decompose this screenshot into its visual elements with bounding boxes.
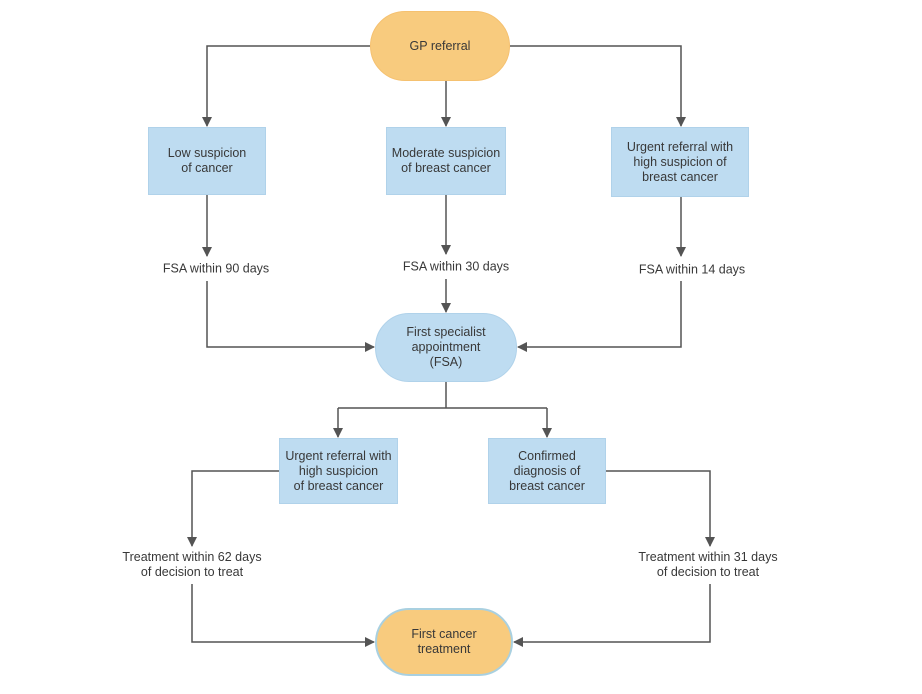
connector-gp-to-low <box>202 45 370 127</box>
edge-label-treatment-31: Treatment within 31 days of decision to … <box>636 550 780 580</box>
edge-label-treatment-62: Treatment within 62 days of decision to … <box>120 550 264 580</box>
edge-label-fsa-14: FSA within 14 days <box>636 262 748 278</box>
connector-fsa90-label-to-fsa <box>206 281 375 352</box>
connector-confirmed-to-treat31-label <box>606 470 715 547</box>
node-low-suspicion: Low suspicion of cancer <box>148 127 266 195</box>
node-urgent-referral-high: Urgent referral with high suspicion of b… <box>611 127 749 197</box>
node-gp-referral: GP referral <box>370 11 510 81</box>
node-first-specialist-appointment: First specialist appointment (FSA) <box>375 313 517 382</box>
connector-urgent-mid-to-treat62-label <box>187 470 279 547</box>
node-urgent-referral-high-fsa: Urgent referral with high suspicion of b… <box>279 438 398 504</box>
edge-label-fsa-30: FSA within 30 days <box>400 259 512 275</box>
connector-treat62-label-to-treatment <box>191 584 375 647</box>
node-confirmed-diagnosis: Confirmed diagnosis of breast cancer <box>488 438 606 504</box>
connector-treat31-label-to-treatment <box>513 584 711 647</box>
connector-gp-to-urgent <box>510 45 686 127</box>
edge-label-fsa-90: FSA within 90 days <box>160 261 272 277</box>
connector-fsa14-label-to-fsa <box>517 281 682 352</box>
node-moderate-suspicion: Moderate suspicion of breast cancer <box>386 127 506 195</box>
node-first-cancer-treatment: First cancer treatment <box>375 608 513 676</box>
